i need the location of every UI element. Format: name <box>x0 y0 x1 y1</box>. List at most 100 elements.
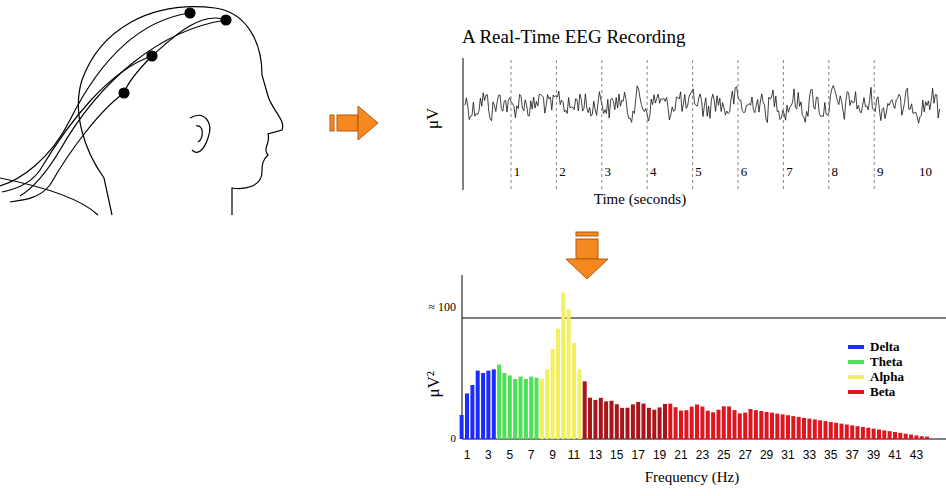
spectrum-bar <box>529 377 533 439</box>
tick-label: 4 <box>650 165 657 179</box>
tick-label: 8 <box>832 165 839 179</box>
spectrum-bar <box>840 424 844 439</box>
spectrum-bar <box>898 433 902 439</box>
spectrum-bar <box>524 379 528 439</box>
spectrum-bar <box>765 412 769 439</box>
grid-line <box>828 60 829 190</box>
tick-label: 17 <box>632 449 645 462</box>
spectrum-bar <box>824 421 828 439</box>
spectrum-bar <box>829 422 833 439</box>
spectrum-bar <box>877 430 881 440</box>
axis-label: μV <box>424 108 443 129</box>
spectrum-bar <box>572 343 576 439</box>
spectrum-bar <box>636 402 640 439</box>
tick-label: 31 <box>781 449 794 462</box>
spectrum-bar <box>759 411 763 439</box>
spectrum-bar <box>925 437 929 439</box>
spectrum-bar <box>615 404 619 439</box>
spectrum-bar <box>813 419 817 439</box>
spectrum-bar <box>497 365 501 439</box>
tick-label: 29 <box>760 449 773 462</box>
tick-label: 25 <box>717 449 730 462</box>
spectrum-bar <box>754 410 758 439</box>
spectrum-bar <box>856 426 860 439</box>
reference-line <box>462 318 946 319</box>
axis-line <box>463 58 464 190</box>
legend-label: Alpha <box>870 370 904 384</box>
spectrum-bar <box>807 419 811 439</box>
spectrum-bar <box>652 410 656 439</box>
spectrum-bar <box>647 408 651 439</box>
spectrum-bar <box>631 404 635 439</box>
spectrum-bar <box>802 418 806 439</box>
spectrum-bar <box>679 411 683 439</box>
spectrum-bar <box>583 381 587 439</box>
spectrum-bar <box>743 413 747 439</box>
spectrum-bar <box>540 379 544 439</box>
spectrum-bar <box>733 410 737 439</box>
legend-label: Beta <box>870 385 895 399</box>
grid-line <box>556 60 557 190</box>
spectrum-bar <box>690 407 694 439</box>
spectrum-bar <box>872 429 876 439</box>
tick-label: 1 <box>464 449 471 462</box>
tick-label: 0 <box>451 432 457 444</box>
spectrum-bar <box>567 309 571 439</box>
spectrum-bar <box>460 415 464 439</box>
head-illustration <box>0 7 283 215</box>
tick-label: 9 <box>877 165 884 179</box>
spectrum-bar <box>513 379 517 439</box>
flow-arrow <box>566 232 608 279</box>
grid-line <box>511 60 512 190</box>
spectrum-bar <box>727 406 731 439</box>
spectrum-bar <box>465 393 469 439</box>
chart-title: A Real-Time EEG Recording <box>462 27 686 48</box>
spectrum-bar <box>866 428 870 439</box>
spectrum-bar <box>481 373 485 439</box>
axis-label: μV² <box>425 371 444 398</box>
spectrum-bar <box>626 408 630 439</box>
grid-line <box>738 60 739 190</box>
spectrum-bar <box>850 425 854 439</box>
axis-label: Time (seconds) <box>594 191 686 208</box>
axis-line <box>462 275 463 439</box>
spectrum-bar <box>904 434 908 439</box>
tick-label: 11 <box>568 449 580 462</box>
spectrum-bar <box>770 413 774 439</box>
tick-label: 3 <box>485 449 492 462</box>
tick-label: 13 <box>589 449 602 462</box>
tick-label: 1 <box>514 165 521 179</box>
spectrum-bar <box>834 423 838 439</box>
tick-label: 27 <box>739 449 752 462</box>
legend-swatch <box>848 375 864 379</box>
spectrum-bar <box>492 369 496 439</box>
tick-label: 41 <box>888 449 901 462</box>
spectrum-bar <box>508 375 512 439</box>
spectrum-bar <box>738 413 742 439</box>
spectrum-bar <box>658 407 662 439</box>
spectrum-bar <box>920 436 924 439</box>
tick-label: 21 <box>674 449 687 462</box>
grid-line <box>647 60 648 190</box>
chart-marks <box>460 60 940 439</box>
tick-label: 9 <box>549 449 556 462</box>
spectrum-bar <box>610 401 614 439</box>
legend-swatch <box>848 360 864 364</box>
spectrum-bar <box>561 293 565 439</box>
tick-label: 6 <box>741 165 748 179</box>
spectrum-bar <box>551 349 555 439</box>
spectrum-bar <box>470 385 474 439</box>
grid-line <box>874 60 875 190</box>
tick-label: 19 <box>653 449 666 462</box>
spectrum-bar <box>722 406 726 439</box>
grid-line <box>692 60 693 190</box>
spectrum-bar <box>711 412 715 439</box>
spectrum-bar <box>717 410 721 439</box>
tick-label: 43 <box>910 449 923 462</box>
legend-swatch <box>848 390 864 394</box>
spectrum-bar <box>535 378 539 439</box>
legend-label: Theta <box>870 355 903 369</box>
spectrum-bar <box>861 427 865 439</box>
spectrum-bar <box>593 400 597 439</box>
